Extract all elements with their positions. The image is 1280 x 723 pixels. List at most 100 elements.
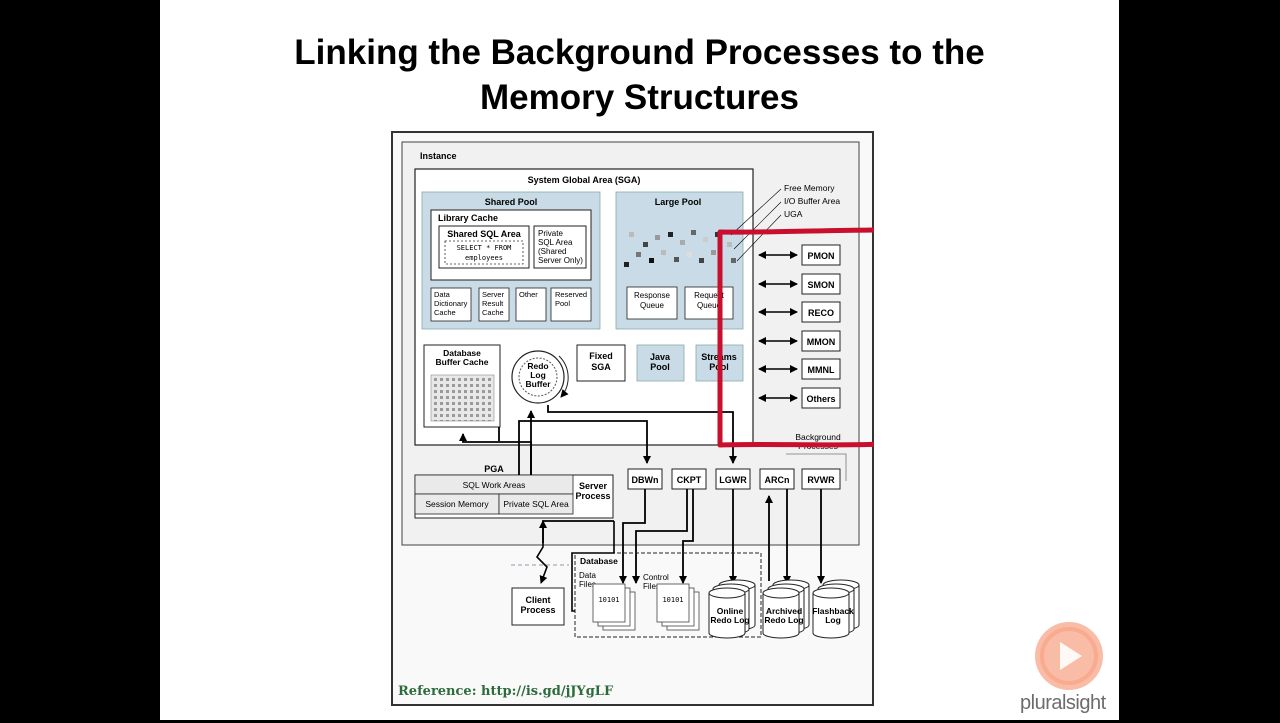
free-memory-label: Free Memory [784, 183, 835, 193]
arcn-box [759, 468, 795, 490]
ckpt-box [671, 468, 707, 490]
database-box [574, 552, 762, 638]
database-label: Database [580, 556, 618, 566]
flashback-line1: Flashback [812, 606, 854, 616]
private-sql-area-label: Private SQL Area [503, 499, 569, 509]
data-files-line2: Files [579, 580, 596, 589]
data-dictionary-cache-box [430, 287, 472, 322]
mmnl-label: MMNL [808, 365, 835, 375]
mmnl-box [801, 358, 841, 380]
shared-sql-area-label: Shared SQL Area [447, 229, 522, 239]
play-icon [1035, 622, 1103, 690]
shared-pool-label: Shared Pool [485, 197, 538, 207]
fixed-sga-box [576, 344, 626, 382]
private-sql-area-pga-box [498, 493, 574, 515]
memory-flow-arrows [459, 405, 737, 475]
sql-work-areas-label: SQL Work Areas [463, 480, 526, 490]
smon-label: SMON [808, 280, 835, 290]
control-files-bits: 10101 [662, 596, 683, 604]
large-pool-label: Large Pool [655, 197, 702, 207]
db-buffer-line1: Database [443, 348, 481, 358]
io-buffer-callout [733, 201, 782, 250]
reserved-pool-box [550, 287, 592, 322]
arcn-label: ARCn [765, 475, 790, 485]
sql-line2: employees [465, 254, 503, 262]
flashback-line2: Log [825, 615, 841, 625]
response-queue-box [626, 286, 678, 320]
uga-label: UGA [784, 209, 803, 219]
online-redo-line1: Online [717, 606, 744, 616]
pluralsight-logo [1018, 618, 1118, 718]
lgwr-label: LGWR [719, 475, 747, 485]
session-memory-label: Session Memory [425, 499, 489, 509]
sga-label: System Global Area (SGA) [528, 175, 641, 185]
request-line2: Queue [697, 301, 722, 310]
server-result-line3: Cache [482, 308, 504, 317]
redo-rotation-arrow [558, 355, 569, 398]
reco-label: RECO [808, 308, 834, 318]
background-line1: Background [795, 432, 841, 442]
pluralsight-wordmark: pluralsight [1020, 692, 1106, 714]
data-dict-line1: Data [434, 290, 451, 299]
control-files-stack [656, 583, 700, 631]
redo-line3: Buffer [525, 379, 551, 389]
slide-title-line2: Memory Structures [480, 78, 799, 117]
control-files-line1: Control [643, 573, 669, 582]
control-files-line2: Files [643, 582, 660, 591]
dbwn-label: DBWn [632, 475, 659, 485]
fixed-sga-line1: Fixed [589, 351, 613, 361]
request-queue-box [684, 286, 734, 320]
client-server-link [535, 520, 548, 584]
free-memory-callout [730, 188, 782, 236]
other-label: Other [519, 290, 538, 299]
online-redo-log-cylinders [708, 579, 756, 639]
db-buffer-line2: Buffer Cache [436, 357, 489, 367]
redo-line2: Log [530, 370, 546, 380]
others-label: Others [806, 394, 835, 404]
uga-callout [736, 214, 782, 262]
server-database-link [571, 521, 615, 612]
sql-line1: SELECT * FROM [457, 244, 512, 252]
smon-box [801, 273, 841, 295]
redo-log-buffer-inner [518, 357, 558, 397]
reserved-line2: Pool [555, 299, 570, 308]
private-sql-line1: Private [538, 229, 563, 238]
java-pool-line2: Pool [650, 362, 670, 372]
io-buffer-area-label: I/O Buffer Area [784, 196, 840, 206]
private-sql-line4: Server Only) [538, 256, 583, 265]
fixed-sga-line2: SGA [591, 362, 611, 372]
flashback-log-cylinders [812, 579, 860, 639]
free-memory-blocks [624, 230, 736, 267]
response-line1: Response [634, 291, 671, 300]
private-sql-line2: SQL Area [538, 238, 573, 247]
java-pool-box [636, 344, 685, 382]
client-process-line2: Process [520, 605, 555, 615]
request-line1: Request [694, 291, 725, 300]
instance-label: Instance [420, 151, 457, 161]
archived-redo-log-cylinders [762, 579, 810, 639]
data-dict-line3: Cache [434, 308, 456, 317]
private-sql-area-box [533, 225, 587, 269]
java-pool-line1: Java [650, 352, 671, 362]
red-highlight-box [717, 227, 874, 448]
archived-redo-line1: Archived [766, 606, 802, 616]
redo-line1: Redo [527, 361, 548, 371]
server-process-line1: Server [579, 481, 608, 491]
others-box [801, 387, 841, 409]
slide-title-line1: Linking the Background Processes to the [294, 33, 985, 72]
library-cache-label: Library Cache [438, 213, 498, 223]
sql-statement-box [444, 240, 524, 265]
client-process-line1: Client [525, 595, 550, 605]
oracle-architecture-diagram: Instance System Global Area (SGA) Shared… [391, 131, 874, 706]
client-process-box [511, 587, 565, 626]
mmon-box [801, 330, 841, 352]
slide-title: Linking the Background Processes to the … [160, 30, 1119, 120]
archived-redo-line2: Redo Log [764, 615, 803, 625]
background-process-column [758, 251, 798, 402]
data-files-bits: 10101 [598, 596, 619, 604]
reference-text: Reference: http://is.gd/jJYgLF [398, 684, 614, 699]
data-files-stack [592, 583, 636, 631]
server-process-line2: Process [575, 491, 610, 501]
buffer-grid [430, 374, 495, 422]
server-result-line1: Server [482, 290, 505, 299]
